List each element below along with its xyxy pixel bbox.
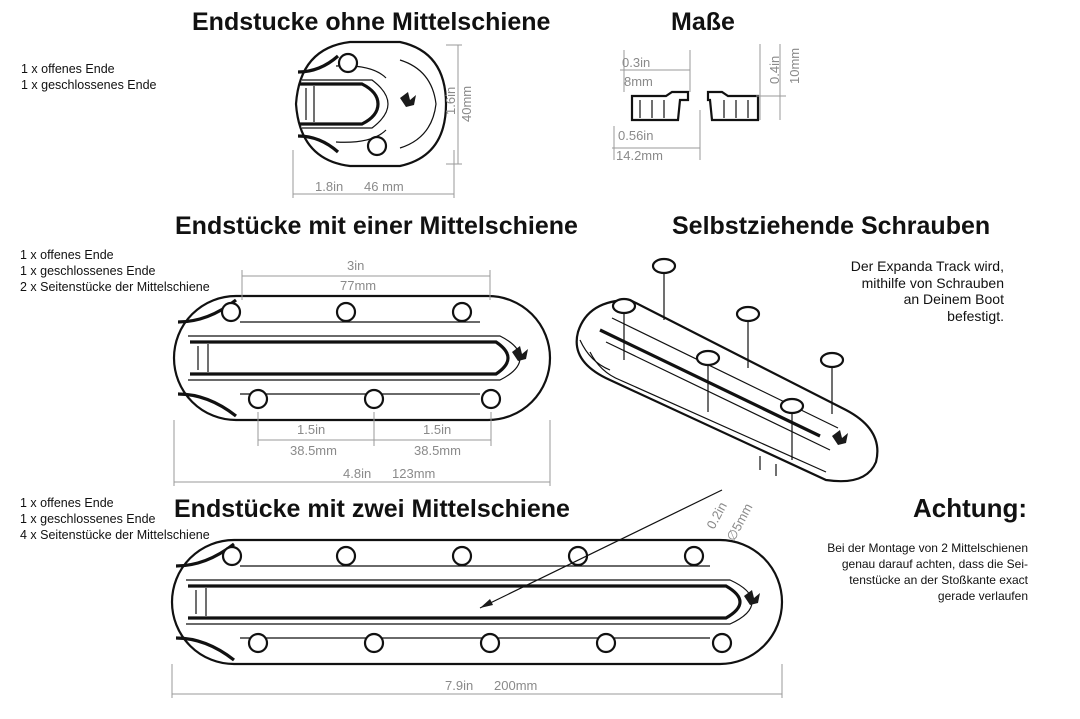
dim-einer-seg2-mm: 38.5mm (414, 443, 461, 458)
text-line: mithilfe von Schrauben (861, 274, 1004, 291)
notes-einer: 1 x offenes Ende 1 x geschlossenes Ende … (20, 247, 210, 295)
part-einer-mittelschiene (172, 294, 552, 422)
notes-ohne: 1 x offenes Ende 1 x geschlossenes Ende (21, 61, 157, 93)
heading-endstucke-einer: Endstücke mit einer Mittelschiene (175, 212, 578, 240)
text-schrauben: Der Expanda Track wird, mithilfe von Sch… (851, 258, 1004, 324)
dim-masse-side-mm: 10mm (787, 48, 802, 84)
text-line: Der Expanda Track wird, (850, 258, 1004, 274)
dim-einer-top-mm: 77mm (340, 278, 376, 293)
dim-masse-bottom-mm: 14.2mm (616, 148, 663, 163)
heading-schrauben: Selbstziehende Schrauben (672, 212, 991, 240)
heading-achtung: Achtung: (913, 493, 1028, 523)
heading-endstucke-ohne: Endstucke ohne Mittelschiene (192, 8, 551, 36)
text-line: befestigt. (947, 307, 1004, 324)
text-achtung: Bei der Montage von 2 Mittelschienen gen… (827, 540, 1028, 604)
dim-masse-top-mm: 8mm (624, 74, 653, 89)
note-line: 1 x geschlossenes Ende (20, 512, 156, 526)
dim-einer-seg1-mm: 38.5mm (290, 443, 337, 458)
dim-einer-total-in: 4.8in (343, 466, 371, 481)
note-line: 1 x offenes Ende (20, 496, 114, 510)
dim-zwei-hole-in: 0.2in (703, 499, 729, 531)
text-line: Bei der Montage von 2 Mittelschienen (827, 541, 1028, 555)
dim-einer-seg2-in: 1.5in (423, 422, 451, 437)
part-zwei-mittelschiene (170, 538, 784, 666)
dims-zwei (171, 489, 783, 698)
dim-masse-top-in: 0.3in (622, 55, 650, 70)
dim-einer-top-in: 3in (347, 258, 364, 273)
heading-endstucke-zwei: Endstücke mit zwei Mittelschiene (174, 495, 570, 523)
note-line: 4 x Seitenstücke der Mittelschiene (20, 528, 210, 542)
dim-ohne-width-in: 1.8in (315, 179, 343, 194)
notes-zwei: 1 x offenes Ende 1 x geschlossenes Ende … (20, 495, 210, 543)
note-line: 1 x offenes Ende (21, 62, 115, 76)
dim-ohne-height-mm: 40mm (459, 86, 474, 122)
part-ohne-mittelschiene (294, 40, 448, 168)
heading-masse: Maße (671, 8, 735, 36)
note-line: 2 x Seitenstücke der Mittelschiene (20, 280, 210, 294)
text-line: an Deinem Boot (903, 291, 1004, 307)
note-line: 1 x geschlossenes Ende (20, 264, 156, 278)
dims-masse (612, 44, 786, 160)
text-line: gerade verlaufen (937, 589, 1028, 603)
note-line: 1 x offenes Ende (20, 248, 114, 262)
dims-ohne (292, 44, 462, 198)
dims-einer (173, 270, 551, 486)
dim-zwei-total-mm: 200mm (494, 678, 537, 693)
text-line: tenstücke an der Stoßkante exact (849, 573, 1028, 587)
dim-einer-seg1-in: 1.5in (297, 422, 325, 437)
text-line: genau darauf achten, dass die Sei- (841, 557, 1028, 571)
dim-masse-side-in: 0.4in (767, 56, 782, 84)
dim-ohne-width-mm: 46 mm (364, 179, 404, 194)
part-schrauben-isometric (575, 257, 879, 483)
dim-ohne-height-in: 1.6in (443, 87, 458, 115)
dim-zwei-total-in: 7.9in (445, 678, 473, 693)
dim-einer-total-mm: 123mm (392, 466, 435, 481)
part-masse-profile (630, 90, 760, 122)
note-line: 1 x geschlossenes Ende (21, 78, 157, 92)
dim-masse-bottom-in: 0.56in (618, 128, 653, 143)
